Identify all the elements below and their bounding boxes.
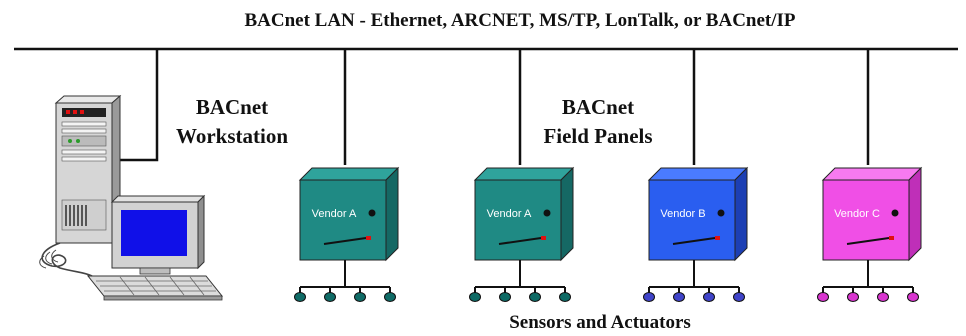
tower-case [54,94,122,245]
field-panels-label-line2: Field Panels [543,124,652,148]
lock-icon [717,209,725,217]
lock-icon [368,209,376,217]
vendor-label: Vendor A [312,208,357,220]
monitor-screen [121,210,187,256]
workstation-label-line2: Workstation [176,124,288,148]
field-panel-1: Vendor A [294,49,400,302]
sensor-node-1 [643,292,655,302]
sensors-actuators-label: Sensors and Actuators [509,312,691,333]
lock-icon [891,209,899,217]
panel-front [474,179,562,261]
display-slot [672,237,716,245]
sensor-node-1 [294,292,306,302]
panel-front [822,179,910,261]
workstation-label-line1: BACnet [196,95,268,119]
panel-side [734,166,748,262]
panel-front [648,179,736,261]
field-panel-4: Vendor C [817,49,923,302]
sensor-node-2 [673,292,685,302]
workstation-computer [39,94,224,301]
sensor-node-3 [354,292,366,302]
status-led [715,236,720,240]
network-title: BACnet LAN - Ethernet, ARCNET, MS/TP, Lo… [244,10,795,31]
panel-top [473,167,575,181]
status-led [889,236,894,240]
sensor-node-4 [384,292,396,302]
field-panel-2: Vendor A [469,49,575,302]
sensor-node-4 [733,292,745,302]
field-panel-3: Vendor B [643,49,749,302]
sensor-node-1 [817,292,829,302]
panel-side [560,166,574,262]
sensor-node-1 [469,292,481,302]
power-led [66,110,70,114]
field-panels-group: Vendor A Vendor A Vendor B Vendor C [294,49,923,302]
vendor-label: Vendor C [834,208,880,220]
sensor-node-3 [703,292,715,302]
panel-top [647,167,749,181]
sensor-node-4 [907,292,919,302]
sensor-node-2 [847,292,859,302]
panel-side [908,166,922,262]
display-slot [323,237,367,245]
monitor [110,194,206,275]
panel-front [299,179,387,261]
display-slot [846,237,890,245]
vendor-label: Vendor A [487,208,532,220]
display-slot [498,237,542,245]
sensor-node-4 [559,292,571,302]
sensor-node-3 [877,292,889,302]
sensor-node-2 [499,292,511,302]
status-led [366,236,371,240]
keyboard [86,275,224,301]
vendor-label: Vendor B [660,208,705,220]
workstation-drop-line [112,49,159,162]
panel-top [298,167,400,181]
sensor-node-3 [529,292,541,302]
keyboard-cable [41,242,93,277]
panel-side [385,166,399,262]
field-panels-label-line1: BACnet [562,95,634,119]
sensor-node-2 [324,292,336,302]
status-led [541,236,546,240]
lock-icon [543,209,551,217]
panel-top [821,167,923,181]
